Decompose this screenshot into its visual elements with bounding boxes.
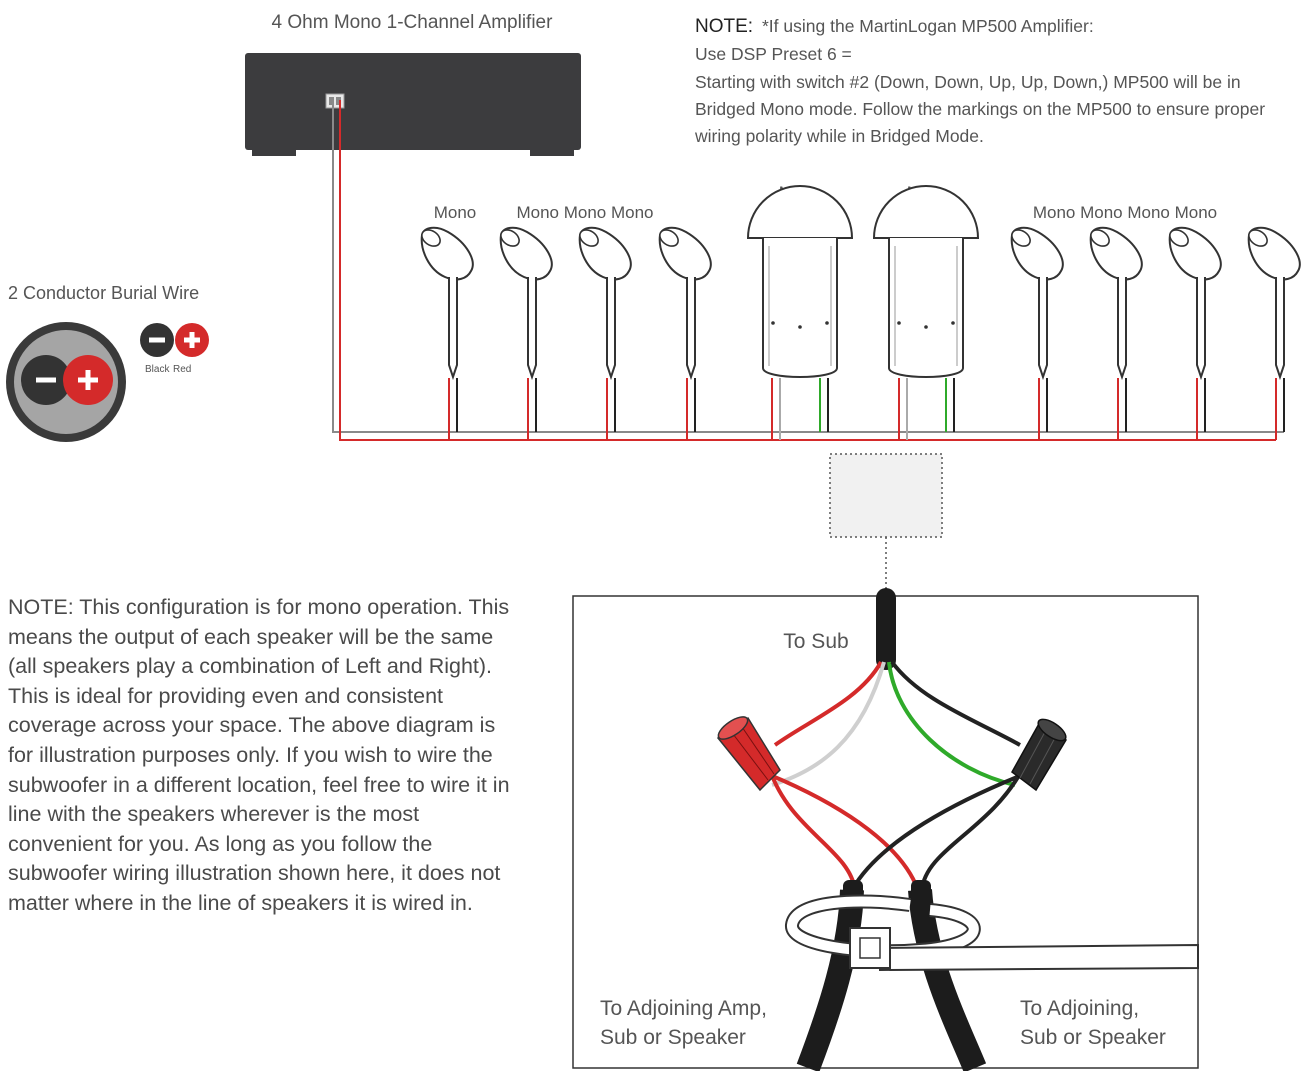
spotlight-speaker-icon	[1086, 225, 1143, 378]
spotlight-speaker-icon	[1244, 225, 1301, 378]
subwoofer-icon	[873, 185, 979, 378]
spotlight-speaker-icon	[575, 225, 632, 378]
top-note-line-1: *If using the MartinLogan MP500 Amplifie…	[762, 16, 1094, 36]
red-wire-nut-icon	[716, 716, 781, 792]
bottom-note-text: NOTE: This configuration is for mono ope…	[8, 595, 510, 915]
black-wire-nut-icon	[1011, 718, 1068, 792]
zip-tie-icon	[785, 894, 1199, 972]
left-adjoining-line-1: To Adjoining Amp,	[600, 997, 767, 1020]
top-note-line-4: Bridged Mono mode. Follow the markings o…	[695, 99, 1265, 119]
subwoofers	[747, 185, 979, 378]
detail-frame	[572, 595, 1199, 1069]
amplifier	[245, 53, 581, 156]
top-note-heading: NOTE:	[695, 16, 753, 37]
spotlight-speaker-icon	[417, 225, 474, 378]
spotlight-speaker-icon	[496, 225, 553, 378]
spotlight-speaker-icon	[1007, 225, 1064, 378]
bus-wiring	[332, 100, 1284, 441]
burial-wire-legend: 2 Conductor Burial Wire Black Red	[6, 283, 209, 442]
speaker-label-group-left: Mono Mono Mono	[516, 203, 653, 222]
spotlight-speakers	[417, 225, 1301, 378]
speaker-drop-wires	[448, 378, 1285, 440]
splice-detail: To Sub	[572, 588, 1199, 1071]
spotlight-speaker-icon	[1165, 225, 1222, 378]
to-sub-label: To Sub	[783, 630, 848, 653]
top-note-line-5: wiring polarity while in Bridged Mode.	[694, 126, 984, 146]
spotlight-speaker-icon	[655, 225, 712, 378]
bottom-note: NOTE: This configuration is for mono ope…	[8, 593, 513, 919]
top-note: NOTE: *If using the MartinLogan MP500 Am…	[694, 16, 1265, 146]
top-note-line-2: Use DSP Preset 6 =	[695, 44, 852, 64]
left-adjoining-line-2: Sub or Speaker	[600, 1026, 746, 1049]
burial-wire-title: 2 Conductor Burial Wire	[8, 283, 199, 303]
amplifier-title: 4 Ohm Mono 1-Channel Amplifier	[272, 12, 554, 33]
top-note-line-3: Starting with switch #2 (Down, Down, Up,…	[695, 72, 1241, 92]
right-adjoining-line-2: Sub or Speaker	[1020, 1026, 1166, 1049]
detail-callout	[829, 453, 943, 596]
speaker-label-group-right: Mono Mono Mono Mono	[1033, 203, 1217, 222]
black-label: Black	[145, 364, 170, 375]
right-adjoining-line-1: To Adjoining,	[1020, 997, 1139, 1020]
red-label: Red	[173, 364, 191, 375]
speaker-label-mono: Mono	[434, 203, 477, 222]
subwoofer-icon	[747, 185, 853, 378]
